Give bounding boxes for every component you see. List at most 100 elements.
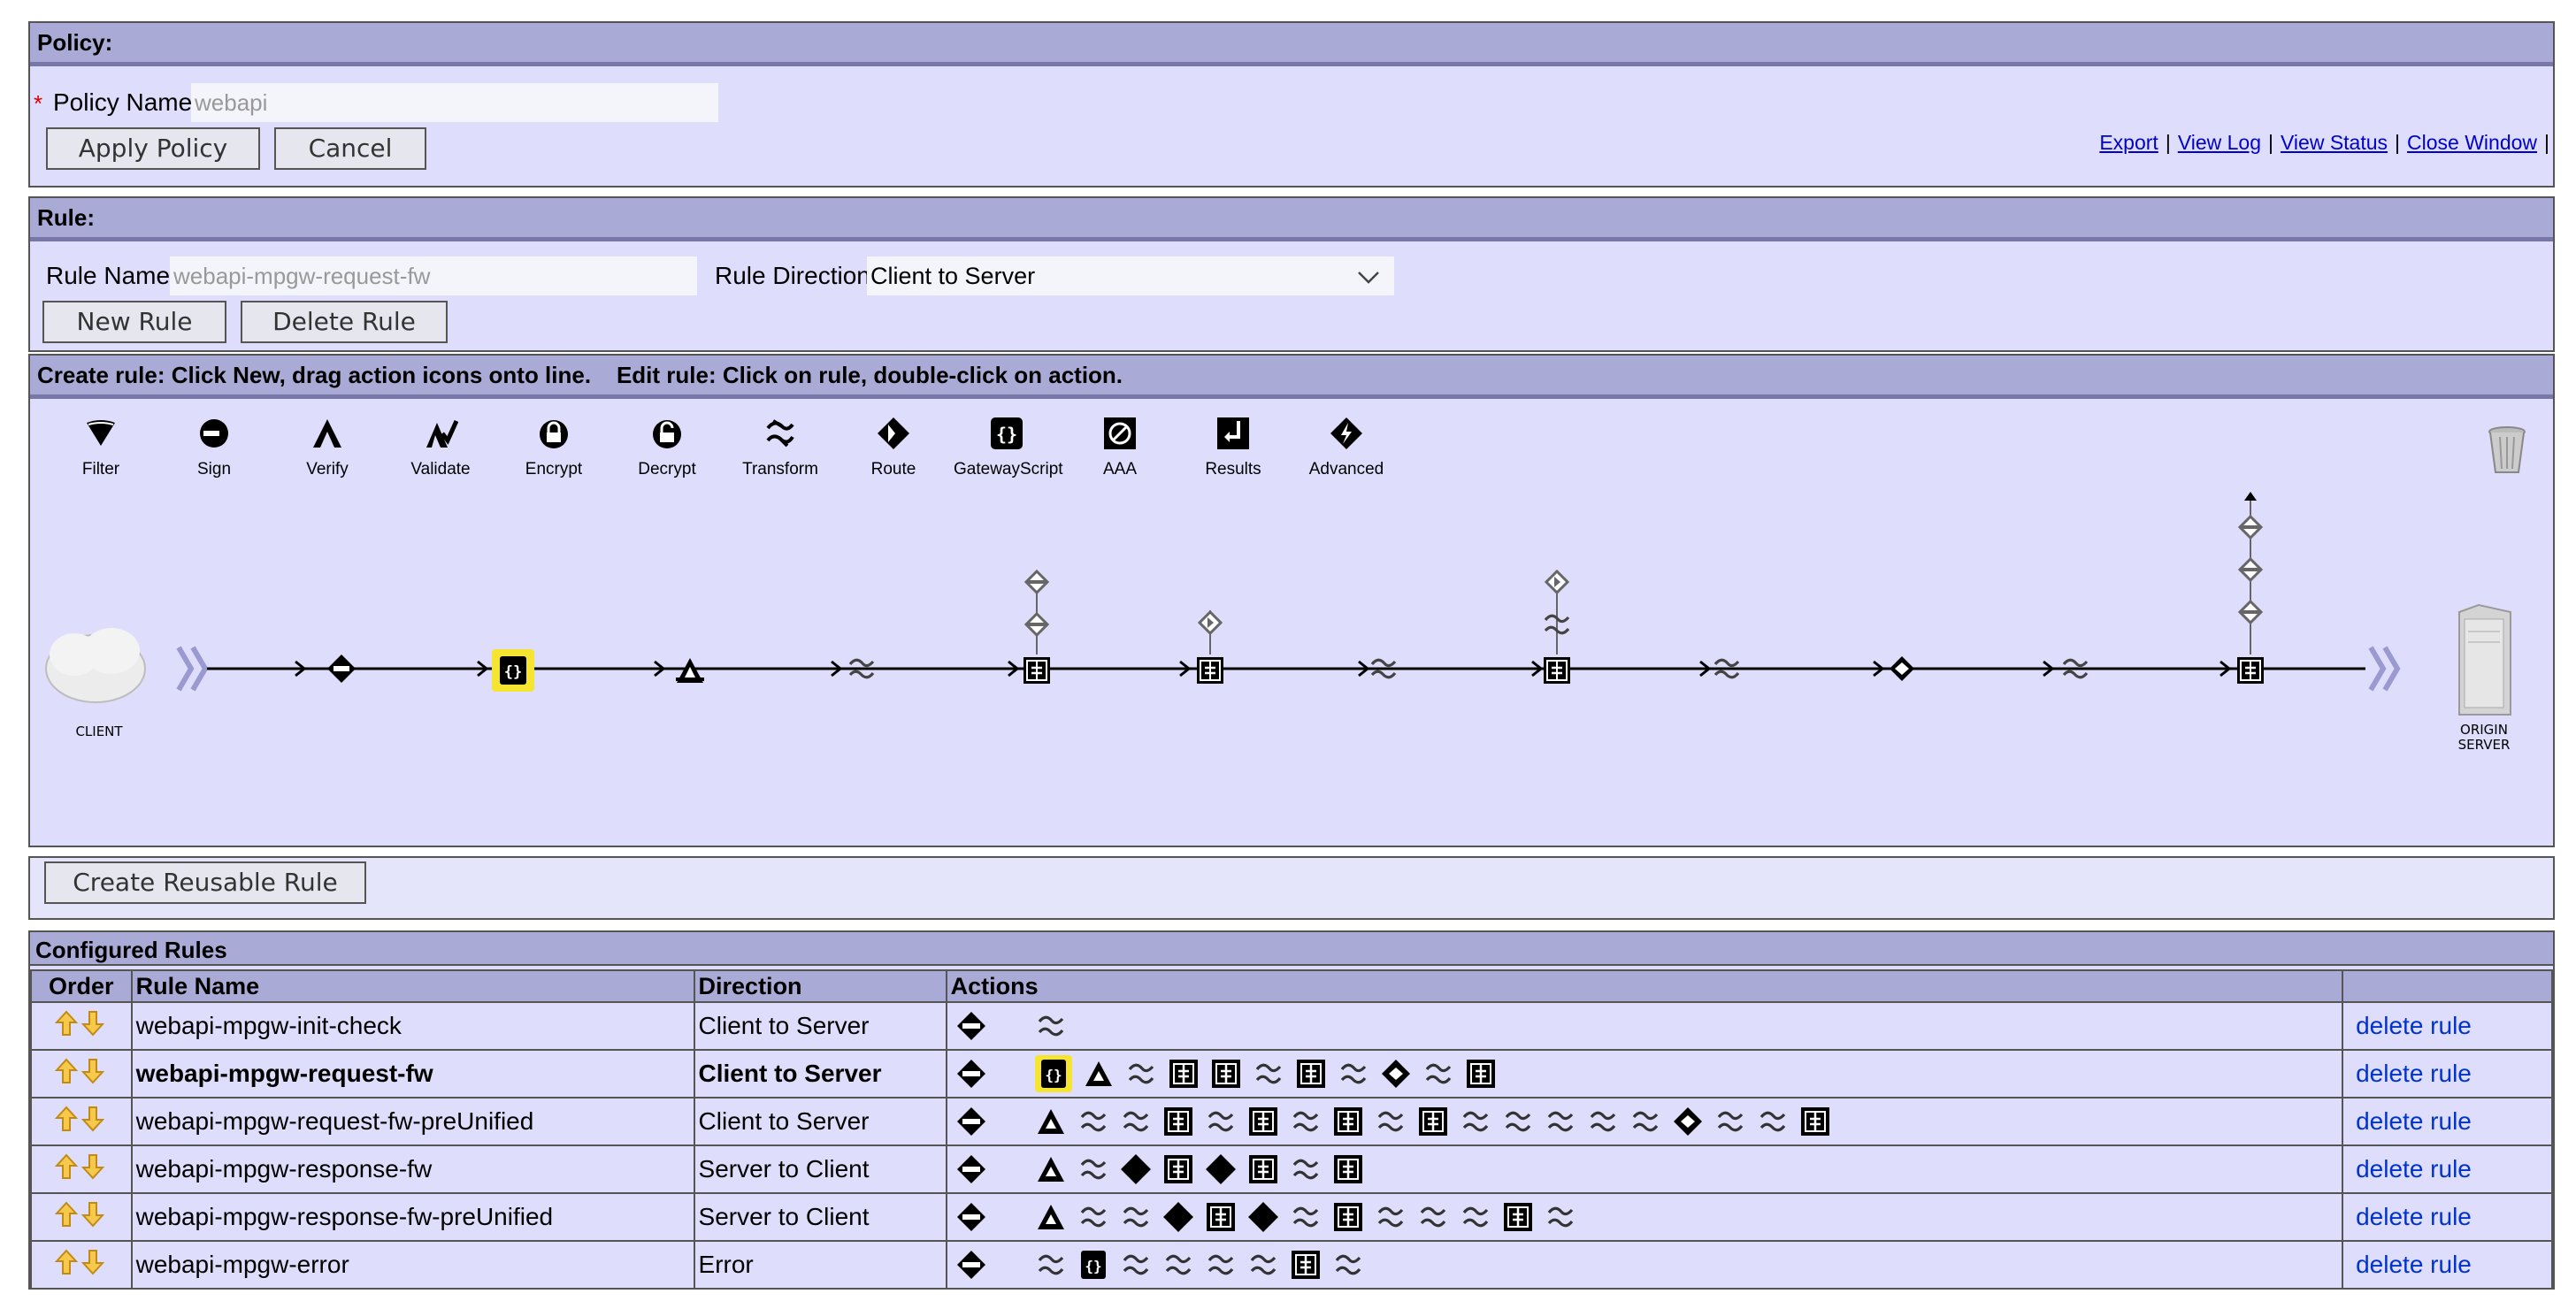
move-up-icon[interactable] bbox=[54, 1249, 79, 1282]
palette-sign[interactable]: Sign bbox=[161, 416, 267, 479]
transform-icon[interactable] bbox=[1337, 1057, 1370, 1091]
export-link[interactable]: Export bbox=[2099, 131, 2158, 154]
rule-name-cell[interactable]: webapi-mpgw-request-fw-preUnified bbox=[130, 1097, 695, 1146]
transform-icon[interactable] bbox=[1204, 1248, 1238, 1282]
filter-icon[interactable] bbox=[954, 1105, 988, 1138]
gatewayscript-icon[interactable]: {} bbox=[1034, 1054, 1073, 1093]
verify-icon[interactable] bbox=[1034, 1152, 1068, 1186]
results-icon[interactable] bbox=[1289, 1248, 1322, 1282]
filter-icon[interactable] bbox=[954, 1152, 988, 1186]
transform-icon[interactable] bbox=[1459, 1105, 1492, 1138]
apply-policy-button[interactable]: Apply Policy bbox=[46, 127, 260, 170]
move-up-icon[interactable] bbox=[54, 1201, 79, 1234]
delete-rule-button[interactable]: Delete Rule bbox=[241, 301, 448, 343]
move-up-icon[interactable] bbox=[54, 1010, 79, 1043]
palette-aaa[interactable]: AAA bbox=[1067, 416, 1173, 479]
delete-rule-link[interactable]: delete rule bbox=[2342, 1097, 2553, 1146]
rule-name-cell[interactable]: webapi-mpgw-request-fw bbox=[130, 1049, 695, 1098]
palette-filter[interactable]: Filter bbox=[48, 416, 154, 479]
transform-icon[interactable] bbox=[1034, 1009, 1068, 1043]
transform-icon[interactable] bbox=[1501, 1105, 1535, 1138]
move-up-icon[interactable] bbox=[54, 1106, 79, 1138]
palette-results[interactable]: Results bbox=[1180, 416, 1286, 479]
results-icon[interactable] bbox=[1204, 1200, 1238, 1234]
transform-icon[interactable] bbox=[1714, 1105, 1747, 1138]
palette-decrypt[interactable]: Decrypt bbox=[614, 416, 720, 479]
rule-name-cell[interactable]: webapi-mpgw-response-fw bbox=[130, 1144, 695, 1194]
verify-icon[interactable] bbox=[1034, 1200, 1068, 1234]
transform-icon[interactable] bbox=[1289, 1105, 1322, 1138]
rule-name-cell[interactable]: webapi-mpgw-error bbox=[130, 1240, 695, 1290]
transform-icon[interactable] bbox=[1586, 1105, 1620, 1138]
route-icon[interactable] bbox=[1119, 1152, 1153, 1186]
transform-icon[interactable] bbox=[1374, 1200, 1407, 1234]
new-rule-button[interactable]: New Rule bbox=[42, 301, 226, 343]
move-down-icon[interactable] bbox=[80, 1153, 105, 1186]
results-icon[interactable] bbox=[1331, 1152, 1365, 1186]
pipeline-action-gatewayscript[interactable] bbox=[492, 649, 534, 692]
verify-icon[interactable] bbox=[1034, 1105, 1068, 1138]
close-window-link[interactable]: Close Window bbox=[2407, 131, 2538, 154]
results-icon[interactable] bbox=[1246, 1152, 1280, 1186]
gatewayscript-icon[interactable]: {} bbox=[1077, 1248, 1110, 1282]
trash-icon[interactable] bbox=[2488, 425, 2526, 476]
results-icon[interactable] bbox=[1798, 1105, 1832, 1138]
pipeline-action-filter[interactable] bbox=[327, 654, 356, 683]
results-icon[interactable] bbox=[1331, 1105, 1365, 1138]
filter-icon[interactable] bbox=[1671, 1105, 1705, 1138]
view-log-link[interactable]: View Log bbox=[2177, 131, 2262, 154]
move-down-icon[interactable] bbox=[80, 1249, 105, 1282]
delete-rule-link[interactable]: delete rule bbox=[2342, 1144, 2553, 1194]
transform-icon[interactable] bbox=[1124, 1057, 1158, 1091]
move-down-icon[interactable] bbox=[80, 1106, 105, 1138]
palette-validate[interactable]: Validate bbox=[387, 416, 494, 479]
filter-icon[interactable] bbox=[1379, 1057, 1413, 1091]
transform-icon[interactable] bbox=[1077, 1200, 1110, 1234]
transform-icon[interactable] bbox=[1204, 1105, 1238, 1138]
policy-name-input[interactable] bbox=[191, 83, 718, 122]
move-down-icon[interactable] bbox=[80, 1010, 105, 1043]
pipeline-action-results[interactable] bbox=[1195, 655, 1225, 685]
verify-icon[interactable] bbox=[1082, 1057, 1116, 1091]
transform-icon[interactable] bbox=[1119, 1105, 1153, 1138]
delete-rule-link[interactable]: delete rule bbox=[2342, 1049, 2553, 1098]
transform-icon[interactable] bbox=[1629, 1105, 1662, 1138]
pipeline-action-verify[interactable] bbox=[676, 658, 704, 683]
filter-icon[interactable] bbox=[954, 1248, 988, 1282]
transform-icon[interactable] bbox=[1246, 1248, 1280, 1282]
delete-rule-link[interactable]: delete rule bbox=[2342, 1001, 2553, 1051]
route-icon[interactable] bbox=[1204, 1152, 1238, 1186]
create-reusable-rule-button[interactable]: Create Reusable Rule bbox=[44, 861, 366, 904]
filter-icon[interactable] bbox=[954, 1057, 988, 1091]
transform-icon[interactable] bbox=[1119, 1200, 1153, 1234]
results-icon[interactable] bbox=[1162, 1105, 1195, 1138]
transform-icon[interactable] bbox=[1162, 1248, 1195, 1282]
transform-icon[interactable] bbox=[1416, 1200, 1450, 1234]
cancel-button[interactable]: Cancel bbox=[274, 127, 426, 170]
delete-rule-link[interactable]: delete rule bbox=[2342, 1240, 2553, 1290]
palette-gatewayscript[interactable]: {} GatewayScript bbox=[954, 416, 1063, 479]
rule-direction-select[interactable]: Client to Server bbox=[867, 256, 1394, 295]
route-icon[interactable] bbox=[1246, 1200, 1280, 1234]
transform-icon[interactable] bbox=[1756, 1105, 1790, 1138]
results-icon[interactable] bbox=[1162, 1152, 1195, 1186]
palette-advanced[interactable]: Advanced bbox=[1293, 416, 1399, 479]
transform-icon[interactable] bbox=[1034, 1248, 1068, 1282]
results-icon[interactable] bbox=[1209, 1057, 1243, 1091]
filter-icon[interactable] bbox=[954, 1200, 988, 1234]
results-icon[interactable] bbox=[1501, 1200, 1535, 1234]
rule-name-input[interactable] bbox=[170, 256, 697, 295]
transform-icon[interactable] bbox=[1422, 1057, 1455, 1091]
results-icon[interactable] bbox=[1464, 1057, 1498, 1091]
palette-encrypt[interactable]: Encrypt bbox=[501, 416, 607, 479]
route-icon[interactable] bbox=[1162, 1200, 1195, 1234]
delete-rule-link[interactable]: delete rule bbox=[2342, 1192, 2553, 1242]
transform-icon[interactable] bbox=[1119, 1248, 1153, 1282]
results-icon[interactable] bbox=[1246, 1105, 1280, 1138]
move-down-icon[interactable] bbox=[80, 1058, 105, 1091]
palette-transform[interactable]: Transform bbox=[727, 416, 833, 479]
